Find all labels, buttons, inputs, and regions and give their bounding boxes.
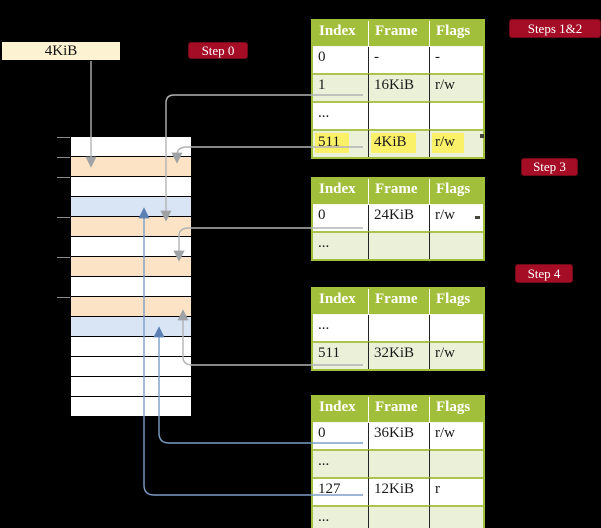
memory-frame-row-blue <box>71 317 191 337</box>
memory-tick <box>57 177 70 178</box>
column-header: Index <box>313 397 368 423</box>
column-header: Flags <box>429 289 483 315</box>
table-cell <box>429 315 483 341</box>
table-cell: 16KiB <box>368 73 429 101</box>
table-cell <box>368 231 429 259</box>
table-cell: r <box>429 477 483 505</box>
table-cell: 0 <box>318 49 326 65</box>
memory-frame-row-peach <box>71 157 191 177</box>
column-header: Index <box>313 179 368 205</box>
table-cell <box>429 231 483 259</box>
memory-frame-row-white <box>71 277 191 297</box>
highlighted-value: 4KiB <box>371 133 416 153</box>
table-cell: ... <box>318 317 330 333</box>
table-cell: 0 <box>318 207 326 223</box>
memory-frame-row-white <box>71 177 191 197</box>
table-cell <box>368 505 429 528</box>
table-cell: 127 <box>313 477 368 505</box>
column-header: Frame <box>368 289 429 315</box>
table-cell: r/w <box>429 341 483 369</box>
column-header: Index <box>313 21 368 47</box>
table-cell: r/w <box>429 129 483 157</box>
badge-steps-1-2: Steps 1&2 <box>509 19 601 38</box>
table-cell: ... <box>313 449 368 477</box>
column-header: Flags <box>429 397 483 423</box>
memory-tick <box>57 297 70 298</box>
table-cell: - <box>368 47 429 73</box>
memory-frame-row-white <box>71 377 191 397</box>
table-cell: 36KiB <box>368 423 429 449</box>
table-cell: r/w <box>429 73 483 101</box>
memory-frame-row-white <box>71 137 191 157</box>
table-cell: r/w <box>429 205 483 231</box>
row-pointer-mark <box>480 134 484 138</box>
column-header: Frame <box>368 397 429 423</box>
page-size-box: 4KiB <box>2 42 120 60</box>
memory-tick <box>57 257 70 258</box>
memory-frame-row-peach <box>71 257 191 277</box>
table-cell: ... <box>313 231 368 259</box>
memory-frame-row-white <box>71 357 191 377</box>
memory-frame-row-white <box>71 237 191 257</box>
badge-step-3: Step 3 <box>521 158 578 176</box>
table-cell: 24KiB <box>368 205 429 231</box>
memory-tick <box>57 157 70 158</box>
table-cell: 1 <box>313 73 368 101</box>
table-cell <box>368 101 429 129</box>
physical-memory-stack <box>70 136 192 417</box>
table-cell <box>429 505 483 528</box>
memory-tick <box>57 137 70 138</box>
memory-frame-row-peach <box>71 217 191 237</box>
table-cell <box>368 449 429 477</box>
table-cell: r/w <box>429 423 483 449</box>
highlighted-value: r/w <box>432 133 464 153</box>
page-size-label: 4KiB <box>44 43 78 59</box>
table-cell: 32KiB <box>368 341 429 369</box>
badge-step-0: Step 0 <box>188 42 248 59</box>
column-header: Frame <box>368 179 429 205</box>
memory-frame-row-peach <box>71 297 191 317</box>
memory-tick <box>57 217 70 218</box>
table-cell: 0 <box>318 425 326 441</box>
table-cell <box>368 315 429 341</box>
table-cell <box>429 449 483 477</box>
table-cell: ... <box>313 101 368 129</box>
column-header: Frame <box>368 21 429 47</box>
table-cell: 12KiB <box>368 477 429 505</box>
column-header: Flags <box>429 179 483 205</box>
table-cell: - <box>429 47 483 73</box>
table-cell: 4KiB <box>368 129 429 157</box>
memory-frame-row-white <box>71 397 191 416</box>
memory-frame-row-blue <box>71 197 191 217</box>
column-header: Index <box>313 289 368 315</box>
table-cell: 511 <box>313 129 368 157</box>
column-header: Flags <box>429 21 483 47</box>
row-pointer-mark <box>475 216 480 219</box>
memory-frame-row-white <box>71 337 191 357</box>
table-cell <box>429 101 483 129</box>
table-cell: ... <box>313 505 368 528</box>
table-cell: 511 <box>313 341 368 369</box>
highlighted-value: 511 <box>315 133 349 153</box>
badge-step-4: Step 4 <box>515 264 573 283</box>
